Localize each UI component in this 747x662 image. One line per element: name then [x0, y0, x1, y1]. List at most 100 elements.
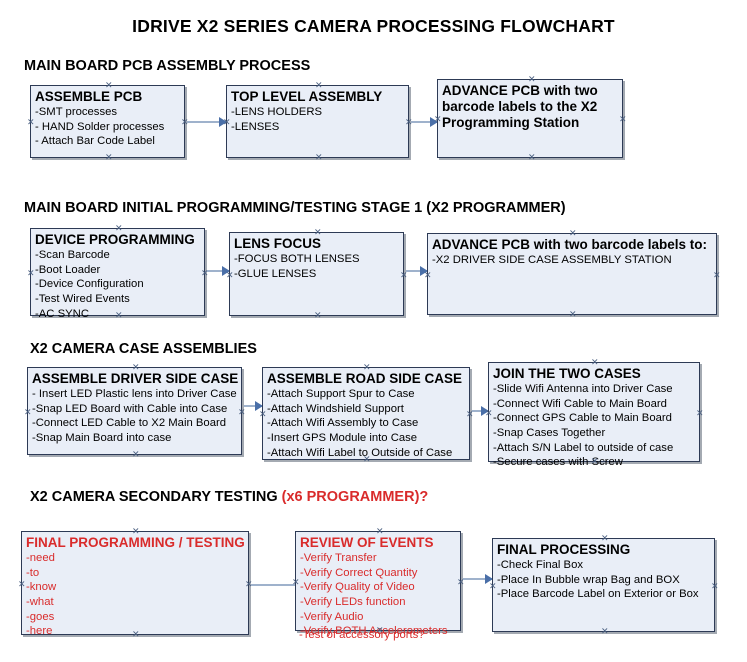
connector-driver-side-to-road-side [244, 401, 263, 411]
box-item: - Insert LED Plastic lens into Driver Ca… [32, 387, 237, 400]
box-title: ADVANCE PCB with two barcode labels to: [432, 237, 708, 252]
connector-handle-top[interactable] [569, 230, 576, 237]
box-item: -GLUE LENSES [234, 267, 317, 280]
box-item: -Connect GPS Cable to Main Board [493, 412, 672, 425]
box-title: FINAL PROCESSING [497, 542, 631, 557]
box-item: -Attach Wifi Label to Outside of Case [267, 446, 453, 459]
connector-handle-left[interactable] [27, 270, 34, 277]
connector-handle-left[interactable] [434, 116, 441, 123]
connector-handle-top[interactable] [315, 82, 322, 89]
box-items: -LENS HOLDERS -LENSES [231, 105, 404, 134]
connector-handle-bottom[interactable] [591, 458, 598, 465]
box-item: -FOCUS BOTH LENSES [234, 252, 360, 265]
box-item: -Verify BOTH Accelerometers [300, 625, 448, 638]
box-final-processing[interactable]: FINAL PROCESSING -Check Final Box -Place… [492, 538, 715, 632]
box-item-overflow: -Test of accessory ports? [299, 629, 425, 641]
box-top-level-assembly[interactable]: TOP LEVEL ASSEMBLY -LENS HOLDERS -LENSES [226, 85, 409, 158]
connector-handle-top[interactable] [591, 359, 598, 366]
box-title: ASSEMBLE PCB [35, 89, 143, 104]
box-device-programming[interactable]: DEVICE PROGRAMMING -Scan Barcode -Boot L… [27, 225, 205, 320]
connector-handle-top[interactable] [363, 364, 370, 371]
box-title: LENS FOCUS [234, 236, 322, 251]
box-items: -X2 DRIVER SIDE CASE ASSEMBLY STATION [432, 253, 712, 268]
connector-handle-bottom[interactable] [314, 312, 321, 319]
box-item: -X2 DRIVER SIDE CASE ASSEMBLY STATION [432, 253, 672, 266]
box-item: -SMT processes [35, 105, 118, 118]
box-item: -Connect LED Cable to X2 Main Board [32, 417, 227, 430]
arrow-head-icon [255, 401, 263, 411]
box-title: JOIN THE TWO CASES [493, 366, 641, 381]
connector-handle-top[interactable] [376, 528, 383, 535]
box-item: -here [26, 625, 53, 638]
page-title: IDRIVE X2 SERIES CAMERA PROCESSING FLOWC… [132, 16, 615, 36]
section-title-main-board-initial-programming-testing-stage-1: MAIN BOARD INITIAL PROGRAMMING/TESTING S… [24, 200, 566, 216]
box-review-of-events[interactable]: REVIEW OF EVENTS -Verify Transfer -Verif… [292, 528, 464, 637]
box-join-the-two-cases[interactable]: JOIN THE TWO CASES -Slide Wifi Antenna i… [485, 359, 703, 468]
connector-review-of-events-to-final-processing [463, 574, 493, 584]
box-advance-pcb-to-x2-programming-station[interactable]: ADVANCE PCB with two barcode labels to t… [437, 79, 623, 158]
connector-handle-bottom[interactable] [132, 631, 139, 638]
connector-handle-right[interactable] [696, 410, 703, 417]
connector-handle-left[interactable] [292, 579, 299, 586]
box-items: -Scan Barcode -Boot Loader -Device Confi… [35, 248, 200, 321]
box-item: -Check Final Box [497, 558, 584, 571]
connector-handle-left[interactable] [18, 581, 25, 588]
connector-handle-top[interactable] [105, 82, 112, 89]
box-advance-pcb-to-driver-side-case-assembly[interactable]: ADVANCE PCB with two barcode labels to: … [427, 233, 717, 315]
box-item: -Connect Wifi Cable to Main Board [493, 397, 667, 410]
box-assemble-driver-side-case[interactable]: ASSEMBLE DRIVER SIDE CASE - Insert LED P… [27, 367, 242, 455]
box-item: - HAND Solder processes [35, 120, 165, 133]
box-item: -Snap LED Board with Cable into Case [32, 402, 228, 415]
box-item: -Place In Bubble wrap Bag and BOX [497, 573, 680, 586]
connector-handle-left[interactable] [226, 272, 233, 279]
connector-handle-bottom[interactable] [528, 154, 535, 161]
box-title: ASSEMBLE DRIVER SIDE CASE [32, 371, 239, 386]
connector-handle-bottom[interactable] [569, 311, 576, 318]
box-title: ADVANCE PCB with two barcode labels to t… [442, 83, 598, 130]
connector-handle-right[interactable] [400, 272, 407, 279]
box-title: ASSEMBLE ROAD SIDE CASE [267, 371, 463, 386]
connector-handle-bottom[interactable] [115, 312, 122, 319]
connector-handle-top[interactable] [601, 535, 608, 542]
box-assemble-road-side-case[interactable]: ASSEMBLE ROAD SIDE CASE -Attach Support … [262, 367, 470, 460]
connector-assemble-pcb-to-top-level-assembly [187, 117, 227, 127]
box-item: -Verify Audio [300, 610, 364, 623]
connector-handle-top[interactable] [132, 528, 139, 535]
connector-handle-right[interactable] [457, 579, 464, 586]
connector-handle-left[interactable] [223, 119, 230, 126]
connector-handle-right[interactable] [466, 411, 473, 418]
connector-handle-right[interactable] [238, 409, 245, 416]
connector-handle-right[interactable] [713, 272, 720, 279]
connector-handle-top[interactable] [132, 364, 139, 371]
connector-handle-right[interactable] [711, 583, 718, 590]
connector-handle-top[interactable] [314, 229, 321, 236]
connector-handle-left[interactable] [424, 272, 431, 279]
box-item: -Attach Windshield Support [267, 402, 404, 415]
connector-handle-right[interactable] [619, 116, 626, 123]
connector-handle-left[interactable] [24, 409, 31, 416]
connector-handle-bottom[interactable] [132, 451, 139, 458]
box-item: -Device Configuration [35, 278, 144, 291]
connector-handle-left[interactable] [27, 119, 34, 126]
connector-handle-left[interactable] [485, 410, 492, 417]
connector-final-programming-to-review-of-events [251, 584, 295, 586]
box-final-programming-testing[interactable]: FINAL PROGRAMMING / TESTING -need -to -k… [18, 528, 249, 638]
box-lens-focus[interactable]: LENS FOCUS -FOCUS BOTH LENSES -GLUE LENS… [229, 232, 404, 316]
box-items: - Insert LED Plastic lens into Driver Ca… [32, 387, 237, 446]
connector-handle-left[interactable] [489, 583, 496, 590]
connector-handle-top[interactable] [528, 76, 535, 83]
box-title: DEVICE PROGRAMMING [35, 232, 195, 247]
connector-handle-bottom[interactable] [363, 456, 370, 463]
arrow-head-icon [485, 574, 493, 584]
box-item: -Attach Wifi Assembly to Case [267, 417, 419, 430]
connector-handle-left[interactable] [259, 411, 266, 418]
connector-handle-bottom[interactable] [601, 628, 608, 635]
box-items: -Slide Wifi Antenna into Driver Case -Co… [493, 382, 695, 470]
box-assemble-pcb[interactable]: ASSEMBLE PCB -SMT processes - HAND Solde… [30, 85, 185, 158]
box-item: -LENS HOLDERS [231, 105, 323, 118]
connector-handle-bottom[interactable] [315, 154, 322, 161]
connector-handle-bottom[interactable] [105, 154, 112, 161]
connector-handle-top[interactable] [115, 225, 122, 232]
box-item: -Insert GPS Module into Case [267, 431, 418, 444]
